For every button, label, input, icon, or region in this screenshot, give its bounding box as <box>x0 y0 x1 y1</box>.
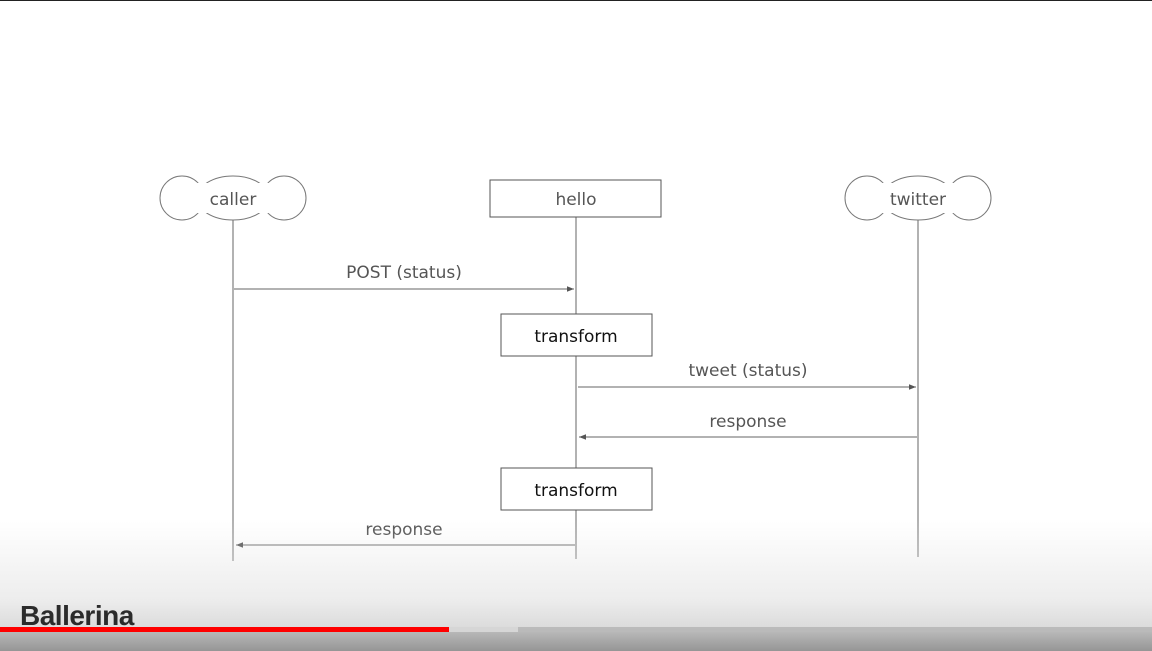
caller-label: caller <box>210 190 257 210</box>
hello-participant: hello <box>489 179 662 218</box>
progress-played <box>0 627 450 632</box>
ballerina-logo: Ballerina <box>20 600 134 631</box>
video-progress-bar[interactable] <box>0 627 1152 632</box>
tweet-status-label: tweet (status) <box>688 361 807 381</box>
hello-label: hello <box>555 190 596 210</box>
transform-activity-1: transform <box>500 313 653 357</box>
transform-activity-2: transform <box>500 467 653 511</box>
player-controls-bar <box>0 632 1152 651</box>
transform-label-1: transform <box>534 327 617 347</box>
caller-participant: caller <box>159 175 307 221</box>
twitter-response-message: response <box>579 412 917 440</box>
transform-label-2: transform <box>534 481 617 501</box>
twitter-response-label: response <box>709 412 786 432</box>
tweet-status-message: tweet (status) <box>578 361 916 390</box>
post-status-label: POST (status) <box>346 263 462 283</box>
twitter-label: twitter <box>890 190 946 210</box>
post-status-message: POST (status) <box>234 263 574 292</box>
twitter-participant: twitter <box>844 175 992 221</box>
